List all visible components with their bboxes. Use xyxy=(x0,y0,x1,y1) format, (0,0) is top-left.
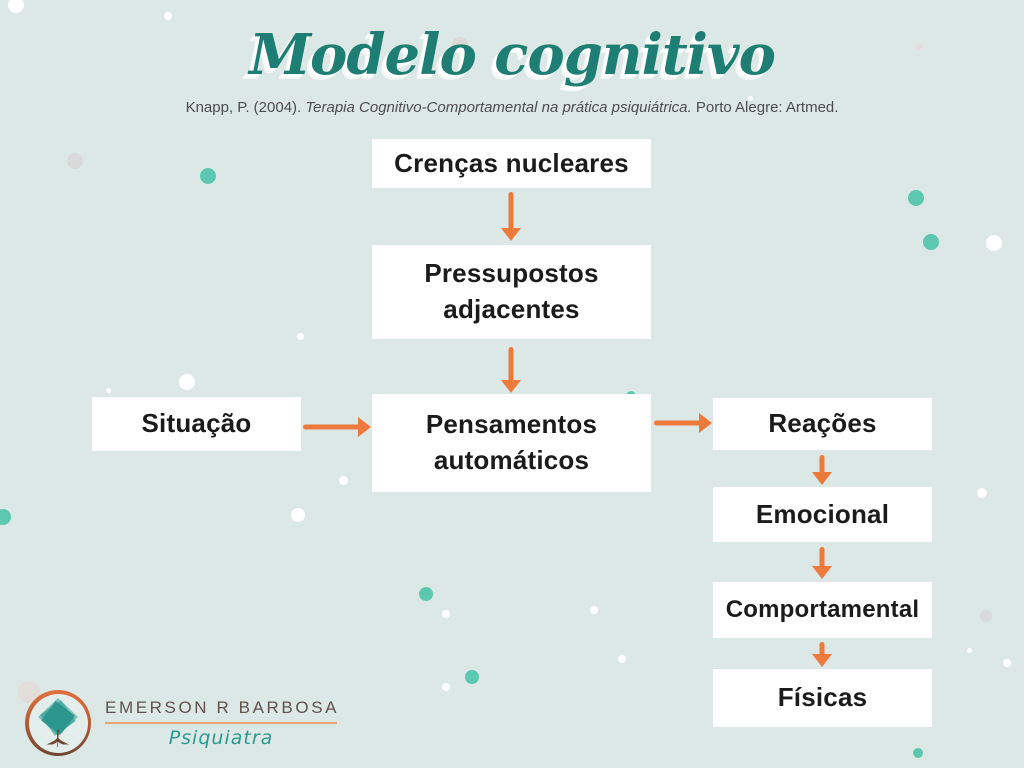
background-dot xyxy=(67,153,83,169)
arrow-head xyxy=(812,566,832,579)
page-title: Modelo cognitivo xyxy=(249,22,776,88)
tree-logo-icon xyxy=(38,698,78,747)
background-dot xyxy=(618,655,626,663)
background-dot xyxy=(419,587,433,601)
background-dot xyxy=(338,475,348,485)
background-dot xyxy=(590,606,598,614)
arrow-head xyxy=(501,380,521,393)
background-dot xyxy=(0,509,11,525)
background-dot xyxy=(164,12,172,20)
background-dot xyxy=(452,37,468,53)
arrow-head xyxy=(812,472,832,485)
logo-text-block: EMERSON R BARBOSA Psiquiatra xyxy=(105,690,337,749)
brand-logo: EMERSON R BARBOSA Psiquiatra xyxy=(25,690,337,756)
logo-name: EMERSON R BARBOSA xyxy=(105,698,337,724)
box-emocional: Emocional xyxy=(713,487,932,542)
background-dot xyxy=(986,235,1002,251)
arrow-head xyxy=(501,228,521,241)
background-dot xyxy=(442,683,450,691)
background-dot xyxy=(923,234,939,250)
arrow-right-icon-pensamentos-to-reacoes xyxy=(654,413,712,433)
arrow-down-icon-pressupostos-to-pensamentos xyxy=(501,347,521,393)
background-dot xyxy=(966,647,972,653)
logo-inner-circle xyxy=(28,693,88,753)
background-dot xyxy=(465,670,479,684)
citation-line: Knapp, P. (2004). Terapia Cognitivo-Comp… xyxy=(0,99,1024,116)
arrow-shaft xyxy=(819,455,825,474)
box-reacoes: Reações xyxy=(713,398,932,450)
arrow-head xyxy=(358,417,371,437)
arrow-down-icon-comportamental-to-fisicas xyxy=(812,642,832,667)
background-dot xyxy=(442,610,450,618)
background-dot xyxy=(1003,659,1011,667)
background-dot xyxy=(8,0,24,13)
arrow-shaft xyxy=(654,420,701,426)
citation-suffix: Porto Alegre: Artmed. xyxy=(691,99,839,116)
arrow-down-icon-emocional-to-comportamental xyxy=(812,547,832,579)
arrow-shaft xyxy=(508,347,514,382)
arrow-shaft xyxy=(819,642,825,656)
background-dot xyxy=(18,681,40,703)
arrow-head xyxy=(812,654,832,667)
background-dot xyxy=(977,488,987,498)
arrow-shaft xyxy=(508,192,514,230)
background-dot xyxy=(200,168,216,184)
citation-prefix: Knapp, P. (2004). xyxy=(185,99,306,116)
box-situacao: Situação xyxy=(92,397,301,451)
background-dot xyxy=(908,190,924,206)
background-dot xyxy=(747,95,753,101)
arrow-down-icon-crencas-to-pressupostos xyxy=(501,192,521,241)
box-fisicas: Físicas xyxy=(713,669,932,727)
background-dot xyxy=(179,374,195,390)
logo-subtitle: Psiquiatra xyxy=(168,727,274,749)
background-dot xyxy=(980,610,992,622)
arrow-shaft xyxy=(303,424,360,430)
background-dot xyxy=(296,332,304,340)
background-dot xyxy=(291,508,305,522)
arrow-head xyxy=(699,413,712,433)
citation-book-title: Terapia Cognitivo-Comportamental na prát… xyxy=(305,99,692,116)
box-crencas-nucleares: Crenças nucleares xyxy=(372,139,651,188)
background-dot xyxy=(913,748,923,758)
background-dot xyxy=(916,44,922,50)
box-pensamentos-automaticos: Pensamentos automáticos xyxy=(372,394,651,492)
box-comportamental: Comportamental xyxy=(713,582,932,638)
logo-ring xyxy=(25,690,91,756)
arrow-down-icon-reacoes-to-emocional xyxy=(812,455,832,485)
arrow-shaft xyxy=(819,547,825,568)
arrow-right-icon-situacao-to-pensamentos xyxy=(303,417,371,437)
background-dot xyxy=(105,387,111,393)
box-pressupostos-adjacentes: Pressupostos adjacentes xyxy=(372,245,651,339)
